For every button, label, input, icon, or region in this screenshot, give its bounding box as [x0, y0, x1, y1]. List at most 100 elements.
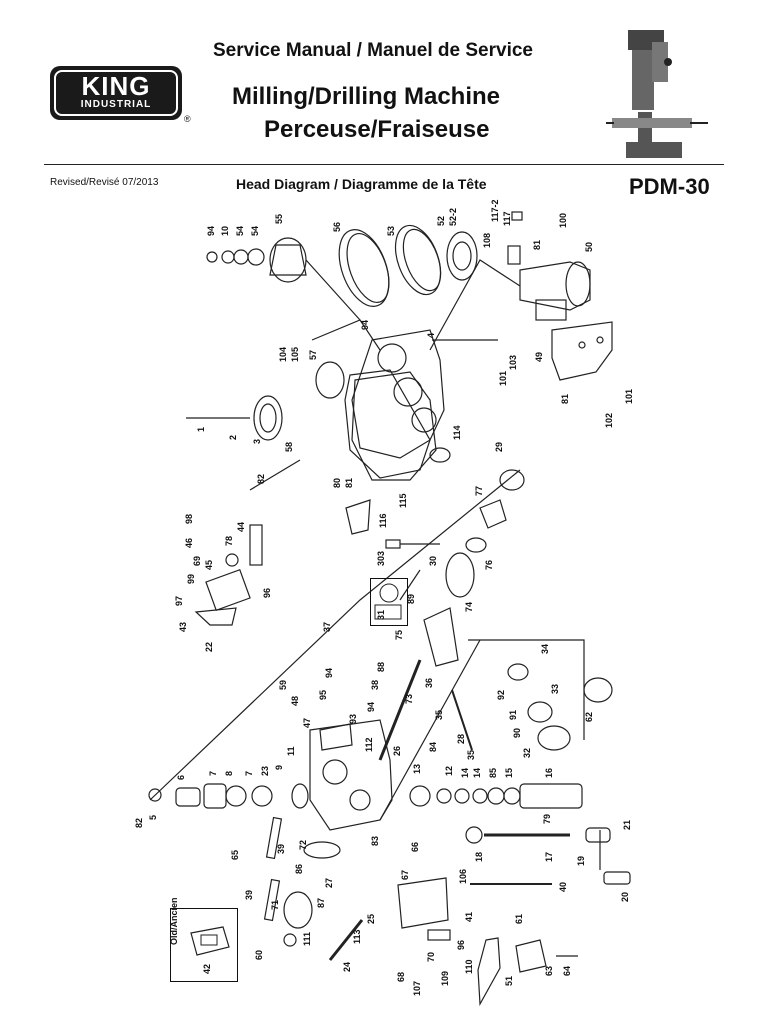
callout-label: 95 — [318, 690, 328, 700]
callout-label: 29 — [494, 442, 504, 452]
callout-label: 62 — [584, 712, 594, 722]
callout-label: 28 — [456, 734, 466, 744]
logo-text-industrial: INDUSTRIAL — [80, 99, 152, 110]
callout-label: 103 — [508, 355, 518, 370]
revision-date: Revised/Revisé 07/2013 — [50, 177, 159, 188]
callout-label: 48 — [290, 696, 300, 706]
callout-label: 112 — [364, 737, 374, 752]
callout-label: 106 — [458, 869, 468, 884]
callout-label: 11 — [286, 746, 296, 756]
callout-label: 54 — [250, 226, 260, 236]
callout-label: 82 — [256, 474, 266, 484]
callout-label: 26 — [392, 746, 402, 756]
callout-label: 61 — [514, 914, 524, 924]
callout-label: 27 — [324, 878, 334, 888]
callout-label: 87 — [316, 898, 326, 908]
callout-label: 40 — [558, 882, 568, 892]
callout-label: 109 — [440, 971, 450, 986]
callout-label: 100 — [558, 213, 568, 228]
callout-label: 23 — [260, 766, 270, 776]
callout-label: 94 — [324, 668, 334, 678]
callout-label: 12 — [444, 766, 454, 776]
callout-label: 14 — [472, 768, 482, 778]
logo-text-king: KING — [81, 71, 151, 101]
callout-label: 96 — [456, 940, 466, 950]
callout-label: 36 — [424, 678, 434, 688]
callout-label: 37 — [322, 622, 332, 632]
callout-label: 71 — [270, 900, 280, 910]
old-part-drawing — [190, 926, 230, 956]
callout-label: 92 — [496, 690, 506, 700]
callout-label: 80 — [332, 478, 342, 488]
callout-label: 102 — [604, 413, 614, 428]
callout-label: 24 — [342, 962, 352, 972]
callout-label: 88 — [376, 662, 386, 672]
callout-label: 50 — [584, 242, 594, 252]
callout-label: 90 — [512, 728, 522, 738]
callout-label: 77 — [474, 486, 484, 496]
callout-label: 43 — [178, 622, 188, 632]
callout-label: 57 — [308, 350, 318, 360]
callout-label: 98 — [184, 514, 194, 524]
callout-label: 94 — [206, 226, 216, 236]
callout-label: 45 — [204, 560, 214, 570]
callout-label: 8 — [224, 771, 234, 776]
callout-label: 116 — [378, 513, 388, 528]
callout-label: 33 — [550, 684, 560, 694]
callout-label: 21 — [622, 820, 632, 830]
king-industrial-logo: KING INDUSTRIAL — [50, 66, 182, 120]
callout-label: 32 — [522, 748, 532, 758]
callout-label: 51 — [504, 976, 514, 986]
callout-label: 34 — [540, 644, 550, 654]
callout-label: 69 — [192, 556, 202, 566]
callout-label: 19 — [576, 856, 586, 866]
callout-label: 3 — [252, 439, 262, 444]
callout-label: 83 — [370, 836, 380, 846]
callout-label: 75 — [394, 630, 404, 640]
callout-label: 4 — [426, 333, 436, 338]
callout-label: 101 — [624, 389, 634, 404]
callout-label: 13 — [412, 764, 422, 774]
callout-label: 84 — [428, 742, 438, 752]
callout-label: 303 — [376, 551, 386, 566]
callout-label: 46 — [184, 538, 194, 548]
callout-label: 82 — [134, 818, 144, 828]
callout-label: 55 — [274, 214, 284, 224]
callout-label: 81 — [344, 478, 354, 488]
callout-label: 56 — [332, 222, 342, 232]
machine-thumbnail-image — [606, 30, 708, 158]
diagram-title: Head Diagram / Diagramme de la Tête — [236, 176, 487, 192]
model-number: PDM-30 — [629, 174, 710, 199]
callout-label: 39 — [244, 890, 254, 900]
callout-label: 72 — [298, 840, 308, 850]
callout-label: 49 — [534, 352, 544, 362]
callout-label: 64 — [562, 966, 572, 976]
callout-label: 107 — [412, 981, 422, 996]
callout-label: 35 — [434, 710, 444, 720]
callout-label: 66 — [410, 842, 420, 852]
callout-label: 114 — [452, 425, 462, 440]
callout-label: 115 — [398, 493, 408, 508]
callout-label: 7 — [244, 771, 254, 776]
header-divider — [44, 164, 724, 165]
callout-label: 74 — [464, 602, 474, 612]
callout-label: 2 — [228, 435, 238, 440]
callout-label: 63 — [544, 966, 554, 976]
callout-label: 111 — [302, 932, 312, 946]
callout-label: 117-2 — [490, 199, 500, 222]
callout-label: 94 — [360, 320, 370, 330]
callout-label: 18 — [474, 852, 484, 862]
callout-label: 6 — [176, 775, 186, 780]
part-31-drawing — [374, 583, 402, 620]
callout-label: 108 — [482, 233, 492, 248]
callout-label: 117 — [502, 211, 512, 226]
callout-label: 65 — [230, 850, 240, 860]
callout-label: 14 — [460, 768, 470, 778]
callout-label: 35 — [466, 750, 476, 760]
callout-label: 70 — [426, 952, 436, 962]
callout-label: 53 — [386, 226, 396, 236]
callout-label: 44 — [236, 522, 246, 532]
callout-label: 5 — [148, 815, 158, 820]
callout-label: 38 — [370, 680, 380, 690]
